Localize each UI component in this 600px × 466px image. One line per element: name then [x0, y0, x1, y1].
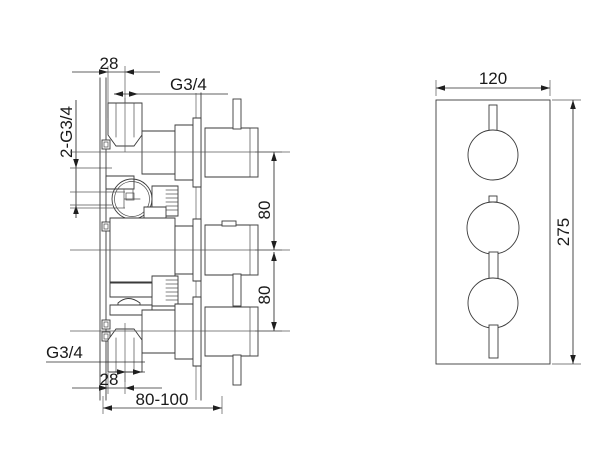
dim-left-2g34: 2-G3/4 — [57, 100, 112, 218]
dim-bottom-g34: G3/4 — [46, 343, 145, 375]
upper-port-assembly — [70, 98, 290, 188]
dim-label-top-28: 28 — [100, 54, 119, 73]
lower-port-assembly — [70, 296, 290, 386]
middle-handle-knob[interactable] — [466, 201, 520, 255]
serration-marks-upper — [165, 189, 179, 211]
dim-label-front-275: 275 — [554, 218, 573, 246]
dim-label-left-2g34: 2-G3/4 — [57, 106, 76, 158]
dim-front-120: 120 — [435, 69, 551, 96]
dim-front-275: 275 — [552, 99, 581, 365]
dim-bottom-80-100: 80-100 — [102, 390, 223, 414]
control-bottom[interactable] — [467, 277, 519, 359]
dim-label-bottom-80-100: 80-100 — [136, 390, 189, 409]
control-top[interactable] — [467, 104, 519, 181]
dim-label-right-80-upper: 80 — [255, 201, 274, 220]
thermostatic-cartridge-assembly — [70, 175, 290, 316]
upper-handle-knob[interactable] — [467, 129, 519, 181]
middle-handle-nub — [488, 195, 498, 203]
serration-marks-lower — [165, 279, 179, 301]
dim-top-28: 28 — [72, 54, 160, 118]
dim-right-80-upper: 80 — [255, 151, 282, 251]
dim-label-bottom-g34: G3/4 — [46, 343, 83, 362]
dim-label-top-g34: G3/4 — [170, 75, 207, 94]
side-view-group: 28 G3/4 2-G3/4 — [46, 54, 290, 414]
dim-label-bottom-28: 28 — [100, 370, 119, 389]
dim-label-front-120: 120 — [479, 69, 507, 88]
dim-bottom-28: 28 — [72, 370, 162, 394]
front-view-group: 120 275 — [435, 69, 581, 365]
lower-handle-knob[interactable] — [467, 277, 519, 329]
dim-right-80-lower: 80 — [255, 252, 282, 332]
dim-label-right-80-lower: 80 — [255, 286, 274, 305]
lower-handle-lever[interactable] — [488, 324, 499, 359]
dim-top-g34: G3/4 — [114, 75, 228, 97]
control-middle[interactable] — [466, 195, 520, 289]
